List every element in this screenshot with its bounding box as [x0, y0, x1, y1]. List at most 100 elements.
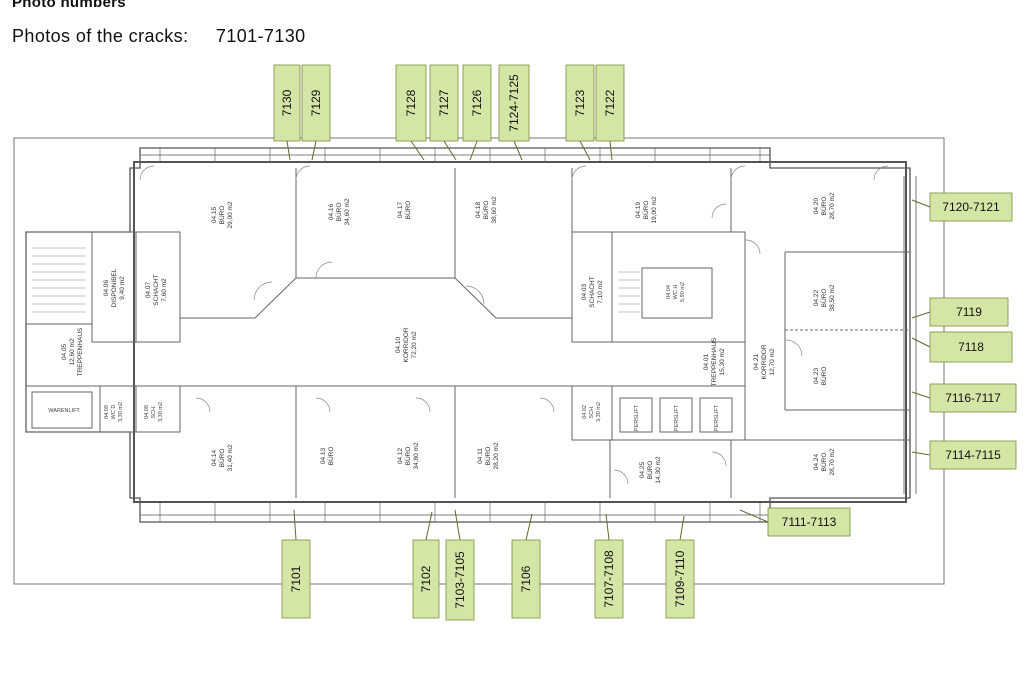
- photo-label-7119: 7119: [911, 297, 1009, 327]
- room-04-23-type: BÜRO: [820, 367, 828, 386]
- photo-label-leader: [911, 451, 931, 456]
- photo-label-box: [929, 331, 1013, 363]
- room-04-05-area: 12,60 m2: [69, 338, 76, 365]
- photo-label-leader: [425, 511, 433, 541]
- photo-label-box: [929, 297, 1009, 327]
- room-04-10-area: 72,20 m2: [411, 331, 418, 358]
- room-04-06-number: 04.06: [103, 279, 110, 296]
- photo-label-7106: 7106: [511, 513, 541, 619]
- photo-label-leader: [525, 513, 533, 541]
- photo-range-label: Photos of the cracks:: [12, 26, 189, 46]
- photo-label-box: [412, 539, 440, 619]
- svg-text:04.08SCH.3,30 m2: 04.08SCH.3,30 m2: [144, 402, 164, 422]
- room-04-08-area: 3,30 m2: [158, 402, 164, 422]
- room-04-03-area: 7,10 m2: [597, 280, 604, 304]
- svg-text:04.11BÜRO28,20 m2: 04.11BÜRO28,20 m2: [477, 442, 500, 469]
- photo-label-leader: [293, 509, 297, 541]
- photo-label-text: 7120-7121: [942, 200, 1000, 214]
- room-04-22-area: 38,50 m2: [829, 284, 836, 311]
- photo-label-7103-7105: 7103-7105: [445, 509, 475, 621]
- room-04-04-number: 04.04: [666, 285, 672, 299]
- photo-label-text: 7129: [309, 89, 323, 116]
- photo-label-box: [929, 440, 1017, 470]
- photo-label-box: [395, 64, 427, 142]
- passenger-lift-2-label: PERSLIFT: [674, 404, 680, 431]
- photo-label-text: 7130: [280, 89, 294, 116]
- photo-label-leader: [454, 509, 461, 541]
- photo-label-7116-7117: 7116-7117: [911, 383, 1017, 413]
- room-04-22-number: 04.22: [813, 289, 820, 306]
- photo-label-7109-7110: 7109-7110: [665, 515, 695, 619]
- room-04-09-type: WC D: [111, 405, 117, 420]
- room-04-08-type: SCH.: [151, 405, 157, 419]
- room-04-19-area: 19,00 m2: [651, 196, 658, 223]
- room-04-06-type: DISPONIBEL: [111, 268, 118, 307]
- photo-label-leader: [311, 140, 317, 161]
- photo-label-text: 7124-7125: [507, 74, 521, 132]
- photo-label-leader: [911, 199, 931, 208]
- room-04-22-type: BÜRO: [820, 289, 828, 308]
- room-04-24-type: BÜRO: [820, 453, 828, 472]
- room-04-12-area: 34,80 m2: [413, 442, 420, 469]
- photo-label-text: 7123: [573, 89, 587, 116]
- photo-label-7102: 7102: [412, 511, 440, 619]
- photo-label-box: [594, 539, 624, 619]
- svg-text:04.02SCH.3,30 m2: 04.02SCH.3,30 m2: [582, 402, 602, 422]
- photo-label-box: [665, 539, 695, 619]
- room-04-15-area: 29,00 m2: [227, 201, 234, 228]
- room-04-20-area: 28,70 m2: [829, 192, 836, 219]
- photo-label-text: 7116-7117: [945, 391, 1001, 405]
- room-04-02-type: SCH.: [589, 405, 595, 419]
- room-04-02-area: 3,30 m2: [596, 402, 602, 422]
- room-04-16-area: 34,60 m2: [344, 198, 351, 225]
- photo-label-7128: 7128: [395, 64, 427, 161]
- room-04-11-area: 28,20 m2: [493, 442, 500, 469]
- svg-text:04.09WC D3,30 m2: 04.09WC D3,30 m2: [104, 402, 124, 422]
- photo-label-box: [929, 383, 1017, 413]
- room-04-09-number: 04.09: [104, 405, 110, 419]
- svg-text:04.16BÜRO34,60 m2: 04.16BÜRO34,60 m2: [328, 198, 351, 225]
- room-04-07-area: 7,60 m2: [161, 278, 168, 302]
- svg-text:04.24BÜRO28,70 m2: 04.24BÜRO28,70 m2: [813, 448, 836, 475]
- room-04-12-type: BÜRO: [404, 447, 412, 466]
- photo-label-box: [498, 64, 530, 142]
- room-04-09-area: 3,30 m2: [118, 402, 124, 422]
- photo-label-text: 7127: [437, 89, 451, 116]
- photo-label-7130: 7130: [273, 64, 301, 161]
- photo-label-box: [281, 539, 311, 619]
- room-04-25-type: BÜRO: [646, 461, 654, 480]
- photo-label-text: 7119: [956, 305, 982, 319]
- room-04-10-number: 04.10: [395, 336, 402, 353]
- photo-label-box: [429, 64, 459, 142]
- room-04-21-area: 12,70 m2: [769, 348, 776, 375]
- photo-label-text: 7103-7105: [453, 551, 467, 609]
- photo-label-7123: 7123: [565, 64, 595, 161]
- room-04-16-number: 04.16: [328, 203, 335, 220]
- photo-label-leader: [469, 140, 478, 161]
- stair-treads: [32, 247, 640, 313]
- photo-label-7124-7125: 7124-7125: [498, 64, 530, 161]
- svg-text:04.22BÜRO38,50 m2: 04.22BÜRO38,50 m2: [813, 284, 836, 311]
- photo-label-box: [595, 64, 625, 142]
- photo-label-box: [301, 64, 331, 142]
- room-04-18-type: BÜRO: [482, 201, 490, 220]
- room-04-23-number: 04.23: [813, 367, 820, 384]
- room-04-01-area: 15,30 m2: [719, 348, 726, 375]
- room-04-18-number: 04.18: [475, 201, 482, 218]
- svg-text:04.06DISPONIBEL9,40 m2: 04.06DISPONIBEL9,40 m2: [103, 268, 126, 307]
- svg-text:04.0512,60 m2TREPPENHAUS: 04.0512,60 m2TREPPENHAUS: [61, 327, 84, 376]
- room-04-20-number: 04.20: [813, 197, 820, 214]
- page-heading: Photo numbers: [12, 0, 126, 11]
- photo-label-box: [511, 539, 541, 619]
- photo-label-box: [767, 507, 851, 537]
- svg-text:04.04WC H5,90 m2: 04.04WC H5,90 m2: [666, 282, 686, 302]
- photo-labels-right: 7120-7121711971187116-71177114-71157111-…: [739, 192, 1017, 537]
- photo-label-text: 7114-7115: [945, 448, 1001, 462]
- photo-label-box: [273, 64, 301, 142]
- photo-label-box: [565, 64, 595, 142]
- building-walls: [25, 147, 917, 523]
- photo-label-box: [929, 192, 1013, 222]
